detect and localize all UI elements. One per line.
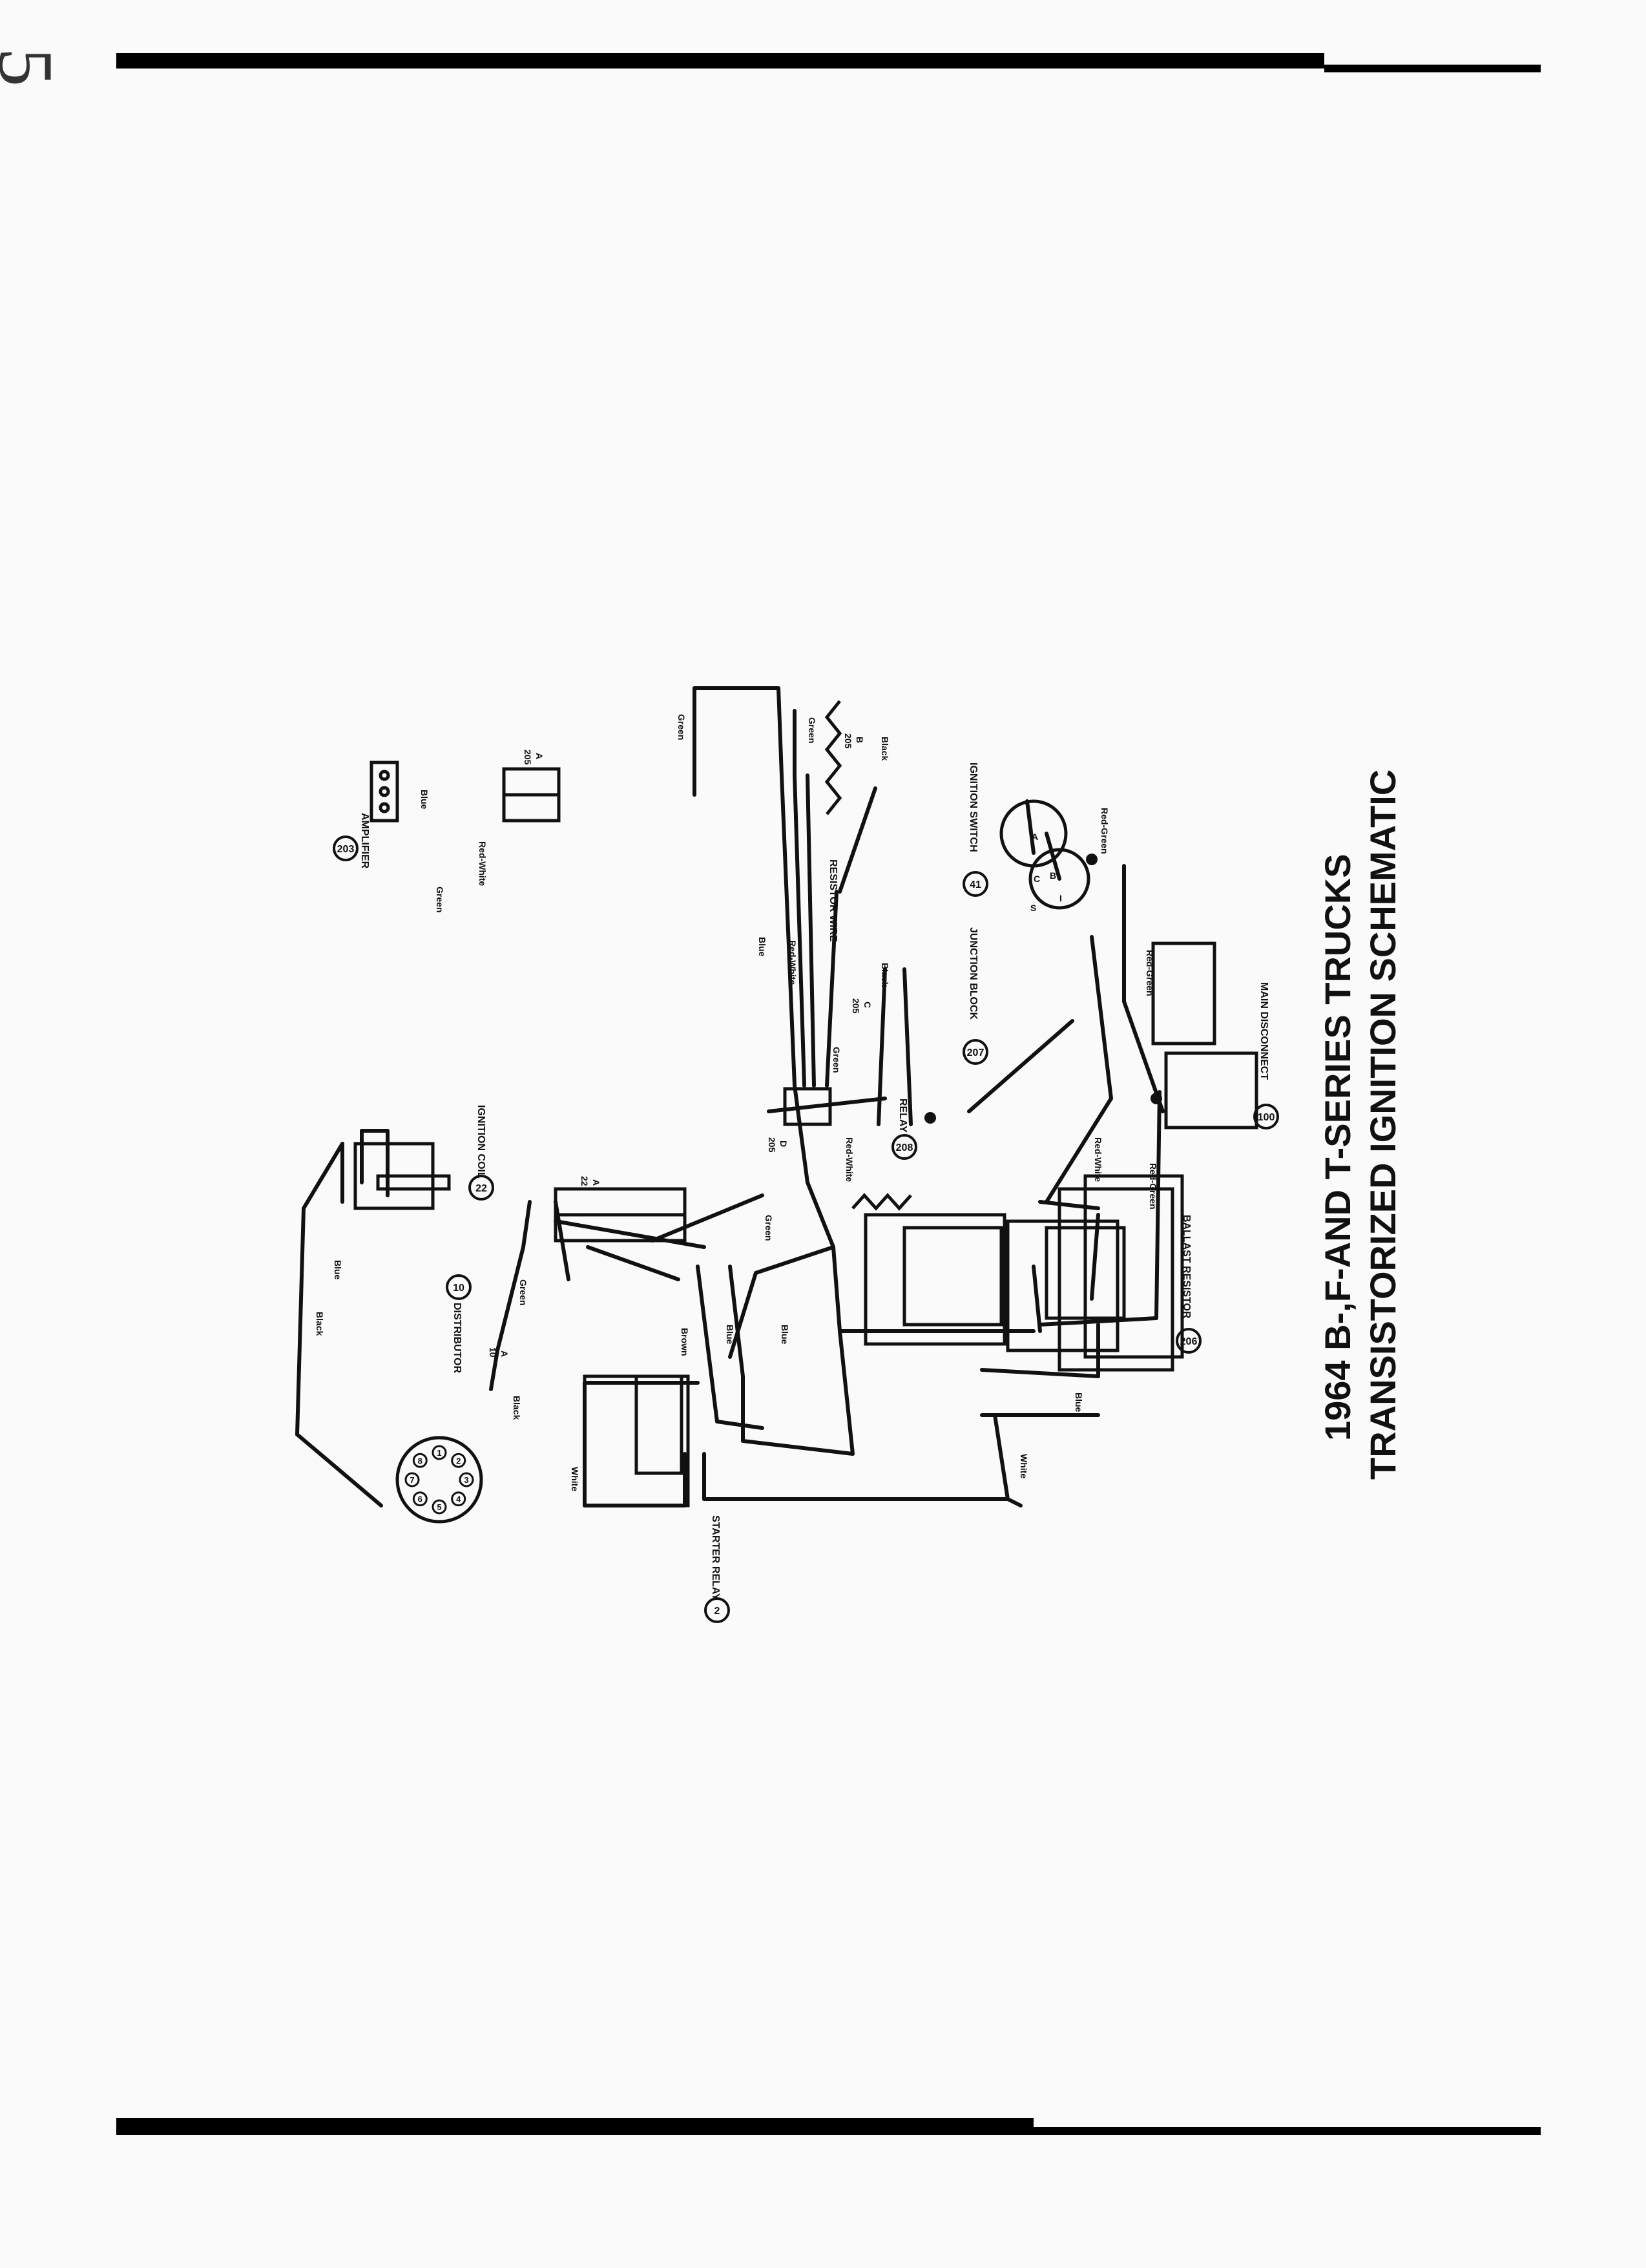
distributor-terminal-label: 3 [464, 1475, 468, 1485]
wire-blue-lower-label: Blue [725, 1325, 735, 1345]
connector-22a-letter: A [591, 1179, 601, 1186]
distributor-terminal-ring [412, 1453, 428, 1468]
starter-relay-num: 2 [714, 1606, 720, 1617]
top-border-bar-right [1324, 65, 1541, 72]
distributor-terminal-label: 5 [437, 1502, 441, 1512]
relay-num: 208 [896, 1142, 913, 1153]
relay-label: RELAY [897, 1098, 908, 1133]
switch-terminal-b: B [1050, 870, 1056, 881]
switch-terminal-i: I [1059, 893, 1062, 903]
distributor-cap [395, 1436, 483, 1524]
wire-redwhite-mid-label: Red-White [787, 940, 798, 985]
ballast-resistor-num: 206 [1180, 1336, 1198, 1347]
title-line-2: TRANSISTORIZED IGNITION SCHEMATIC [1362, 770, 1403, 1480]
wire-green-label: Green [435, 887, 445, 912]
wire-white-left-label: White [570, 1467, 580, 1491]
distributor-terminal-ring [432, 1445, 447, 1460]
ignition-coil-label: IGNITION COIL [475, 1105, 486, 1179]
wire-green-top-label: Green [676, 714, 687, 740]
faint-bleedthrough-text [1034, 504, 1227, 762]
distributor-terminal-ring [404, 1472, 420, 1487]
wire-blue-right-label: Blue [1074, 1392, 1084, 1412]
wire-blue-mid-label: Blue [757, 937, 767, 957]
bottom-border-bar [116, 2118, 1034, 2135]
wire-white-right-label: White [1019, 1454, 1029, 1478]
distributor-num: 10 [453, 1283, 464, 1294]
wire-blue-lower2-label: Blue [780, 1325, 790, 1345]
switch-terminal-c: C [1034, 874, 1040, 884]
connector-205b-letter: B [855, 737, 865, 743]
distributor-terminal-label: 2 [456, 1456, 461, 1465]
wire-redwhite-right-label: Red-White [1093, 1137, 1103, 1182]
amplifier-num: 203 [337, 844, 355, 855]
wire-redwhite-relay-label: Red-White [844, 1137, 855, 1182]
ignition-switch-num: 41 [970, 879, 981, 890]
wire-green-relay-label: Green [764, 1215, 774, 1241]
connector-205d-letter: D [778, 1140, 789, 1147]
wire-redgreen-mid-label: Red-Green [1145, 950, 1155, 996]
distributor-terminal-ring [459, 1472, 474, 1487]
connector-10a-letter: A [499, 1350, 510, 1357]
wire-redwhite-label: Red-White [477, 841, 488, 886]
wire-blue-coil-label: Blue [333, 1260, 343, 1280]
connector-22a-num: 22 [579, 1176, 590, 1186]
wire-green-right-label: Green [807, 717, 817, 743]
switch-terminal-a: A [1032, 832, 1038, 842]
wire-blue-label: Blue [419, 790, 430, 810]
distributor-label: DISTRIBUTOR [452, 1303, 463, 1373]
connector-205c-letter: C [862, 1002, 873, 1008]
ballast-resistor-label: BALLAST RESISTOR [1181, 1215, 1192, 1319]
amplifier-label: AMPLIFIER [359, 813, 370, 869]
wire-redgreen-bottom-label: Red-Green [1148, 1163, 1158, 1210]
wire-black-top-label: Black [880, 737, 890, 761]
distributor-terminal-label: 6 [418, 1495, 422, 1504]
title-line-1: 1964 B-,F-AND T-SERIES TRUCKS [1317, 854, 1358, 1441]
distributor-terminal-ring [432, 1499, 447, 1515]
distributor-terminal-ring [412, 1491, 428, 1507]
distributor-terminal-label: 7 [410, 1475, 414, 1485]
wire-black-bottom-label: Black [880, 963, 890, 987]
wire-green-dist-label: Green [518, 1279, 528, 1305]
main-disconnect-label: MAIN DISCONNECT [1258, 982, 1269, 1080]
top-border-bar [116, 53, 1324, 68]
connector-205d-num: 205 [767, 1137, 777, 1153]
wire-brown-label: Brown [680, 1328, 690, 1356]
distributor-terminal-label: 1 [437, 1448, 441, 1458]
connector-205c-num: 205 [851, 998, 861, 1014]
bottom-border-bar-right [1034, 2127, 1541, 2135]
junction-block-num: 207 [967, 1047, 984, 1058]
main-disconnect-num: 100 [1258, 1112, 1275, 1123]
distributor-terminal-label: 4 [456, 1495, 461, 1504]
wire-redgreen-top-label: Red-Green [1099, 808, 1110, 854]
switch-terminal-s: S [1030, 903, 1036, 913]
junction-block-label: JUNCTION BLOCK [968, 927, 979, 1020]
wire-green-lower-label: Green [831, 1047, 842, 1073]
ignition-switch-label: IGNITION SWITCH [968, 762, 979, 852]
connector-205b-num: 205 [843, 733, 853, 749]
connector-205a-num: 205 [523, 750, 533, 765]
distributor-terminal-label: 8 [418, 1456, 422, 1465]
distributor-terminal-ring [451, 1453, 466, 1468]
connector-205a-letter: A [534, 753, 545, 759]
wire-black-dist2-label: Black [512, 1396, 522, 1420]
ignition-coil-num: 22 [475, 1183, 487, 1194]
amplifier-block [370, 761, 399, 823]
starter-relay-label: STARTER RELAY [710, 1515, 721, 1601]
distributor-terminal-ring [451, 1491, 466, 1507]
connector-10a-num: 10 [488, 1347, 498, 1358]
wire-black-dist-label: Black [315, 1312, 325, 1336]
resistor-wire-label: RESISTOR WIRE [828, 859, 839, 942]
